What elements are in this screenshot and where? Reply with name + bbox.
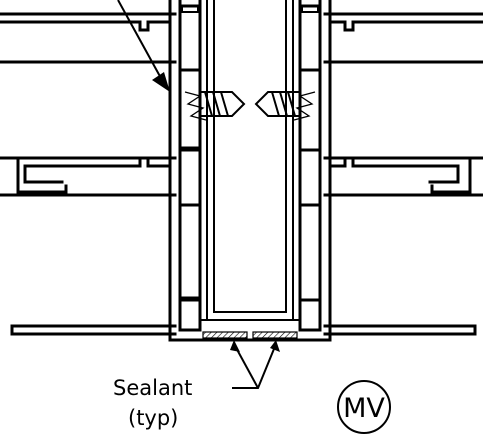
mv-tag-text: MV	[343, 393, 385, 424]
sealant-label: Sealant	[113, 376, 192, 400]
sealant-leaders	[230, 340, 280, 389]
right-horizontal-members	[323, 12, 483, 336]
right-screw	[254, 91, 316, 121]
glazing-infill	[198, 0, 302, 332]
mv-tag: MV	[337, 380, 391, 434]
left-screw	[184, 91, 246, 121]
left-horizontal-members	[0, 12, 177, 336]
mullion-frame	[168, 0, 332, 342]
sealant-strips	[202, 331, 298, 339]
typ-label: (typ)	[128, 406, 178, 430]
